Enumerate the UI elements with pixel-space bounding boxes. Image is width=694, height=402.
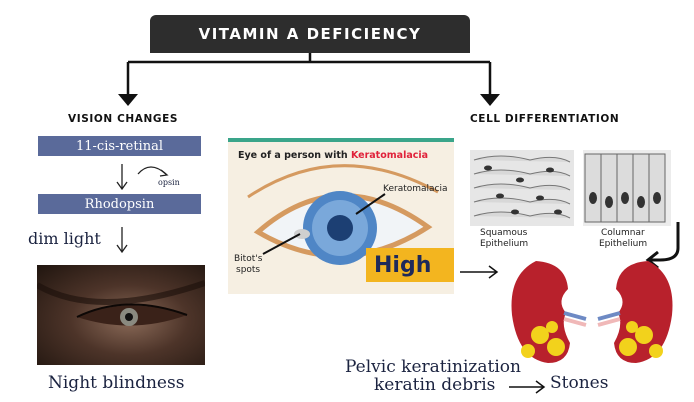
- squamous-label-2: Epithelium: [480, 239, 529, 249]
- dim-light-arrow: [116, 227, 128, 254]
- vision-changes-heading: VISION CHANGES: [68, 113, 179, 125]
- rhodopsin-box: Rhodopsin: [38, 194, 201, 214]
- debris-to-stones-arrow: [509, 380, 546, 394]
- eye-title-prefix: Eye of a person with: [238, 150, 351, 161]
- arrow-down-right: [480, 94, 500, 106]
- retinal-box: 11-cis-retinal: [38, 136, 201, 156]
- keratomalacia-label: Keratomalacia: [383, 184, 448, 194]
- title-banner: VITAMIN A DEFICIENCY: [150, 15, 470, 53]
- right-kidney: [597, 261, 673, 363]
- dim-light-label: dim light: [28, 229, 101, 248]
- arrow-down-left: [118, 94, 138, 106]
- keratin-debris-label: keratin debris: [374, 375, 496, 395]
- retinal-to-rhodopsin-arrow: [116, 164, 169, 191]
- pelvic-keratinization-label: Pelvic keratinization: [345, 357, 521, 377]
- high-badge-label: High: [374, 252, 432, 278]
- stones-label: Stones: [550, 373, 609, 393]
- bitots-label-1: Bitot's: [234, 254, 263, 264]
- squamous-label-1: Squamous: [480, 228, 528, 238]
- squamous-epithelium-image: [470, 150, 574, 226]
- columnar-epithelium-image: [583, 150, 671, 226]
- columnar-label-1: Columnar: [601, 228, 645, 238]
- eye-panel-title: Eye of a person with Keratomalacia: [238, 150, 428, 161]
- title-text: VITAMIN A DEFICIENCY: [198, 25, 422, 43]
- eye-to-kidney-arrow: [460, 265, 499, 279]
- columnar-label-2: Epithelium: [599, 239, 648, 249]
- night-blindness-label: Night blindness: [48, 373, 185, 393]
- cell-differentiation-heading: CELL DIFFERENTIATION: [470, 113, 620, 125]
- left-kidney: [511, 261, 587, 363]
- kidney-illustration: [511, 261, 673, 363]
- opsin-label: opsin: [158, 178, 180, 187]
- night-blindness-photo: [37, 265, 205, 365]
- eye-title-highlight: Keratomalacia: [350, 150, 429, 161]
- bitots-label-2: spots: [236, 265, 261, 275]
- rhodopsin-label: Rhodopsin: [84, 196, 155, 212]
- eye-illustration: [247, 164, 439, 265]
- eye-closeup-image: [37, 280, 205, 326]
- high-badge: High: [366, 248, 454, 282]
- retinal-label: 11-cis-retinal: [75, 138, 163, 154]
- keratomalacia-panel: Eye of a person with Keratomalacia Kerat…: [228, 138, 454, 294]
